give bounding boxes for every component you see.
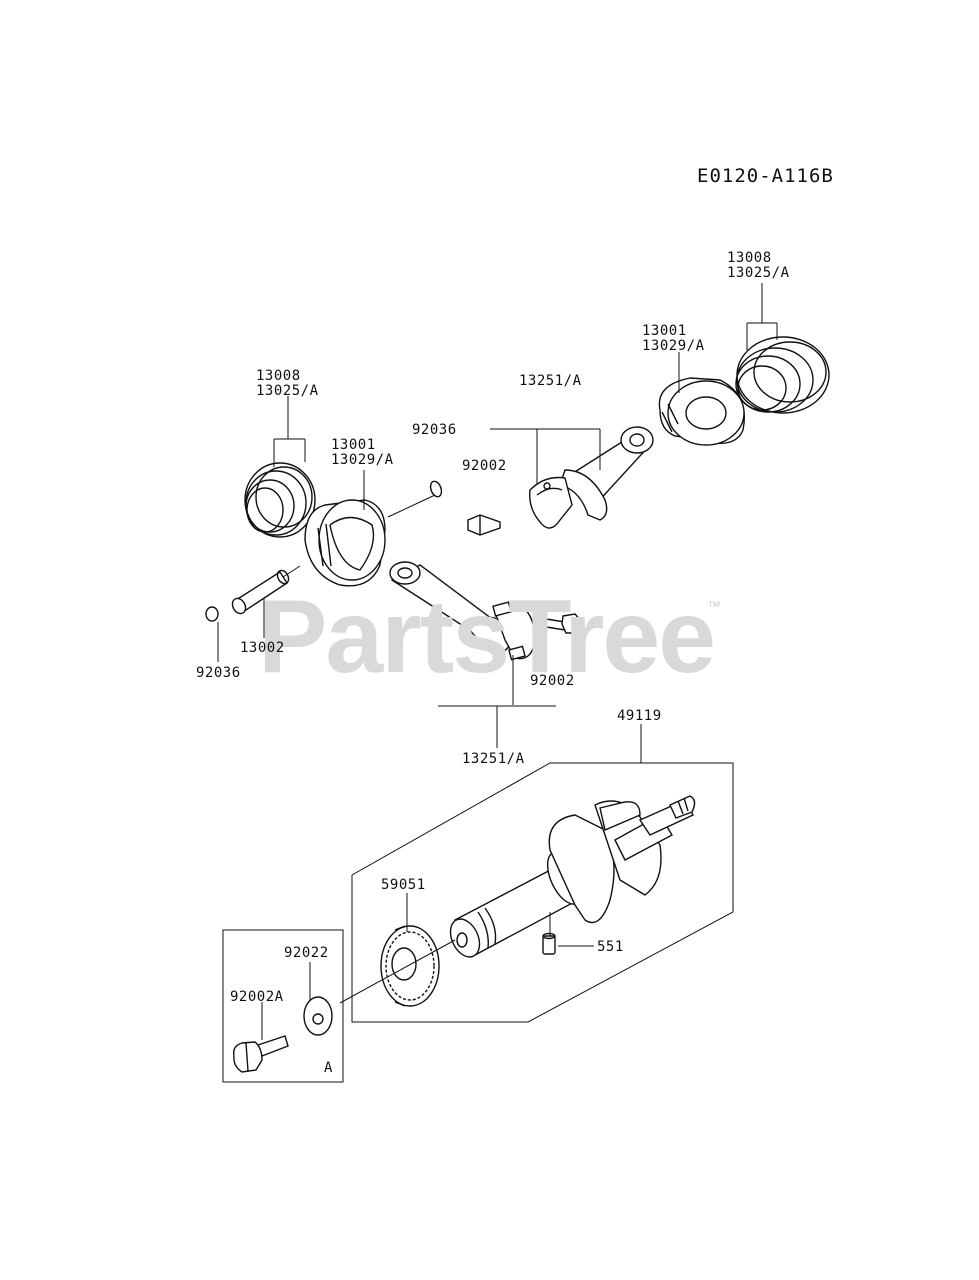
callout-key: 551 (597, 939, 624, 955)
callout-piston-left-1: 13001 (331, 437, 376, 453)
piston-rings-left (244, 462, 316, 538)
leader-conrod-top (490, 428, 601, 485)
callout-piston-right-2: 13029/A (642, 338, 705, 354)
callout-conrod-lower: 13251/A (462, 751, 525, 767)
crankshaft-boundary (351, 724, 734, 1023)
gear-washer (303, 996, 333, 1036)
gear-axis (339, 939, 456, 1004)
conrod-bolt-top (467, 514, 501, 536)
callout-crankshaft: 49119 (617, 708, 662, 724)
callout-rings-right-1: 13008 (727, 250, 772, 266)
piston-left (304, 499, 386, 587)
gear-bolt (232, 1035, 289, 1073)
piston-pin (231, 565, 301, 615)
callout-gear: 59051 (381, 877, 426, 893)
leader-conrod-lower (438, 705, 556, 748)
callout-washer: 92022 (284, 945, 329, 961)
detail-box-label: A (324, 1060, 333, 1076)
crank-gear (380, 925, 440, 1007)
callout-rings-left-1: 13008 (256, 368, 301, 384)
conrod-bolt-lower (539, 613, 583, 634)
callout-bolt-lower: 92002 (530, 673, 575, 689)
callout-rings-right-2: 13025/A (727, 265, 790, 281)
leader-key (549, 912, 594, 947)
leader-rings-right (746, 283, 778, 350)
callout-rings-left-2: 13025/A (256, 383, 319, 399)
watermark: PartsTree (258, 579, 716, 695)
diagram-code: E0120-A116B (697, 165, 834, 187)
detail-box-a (222, 929, 344, 1083)
circlip-top (429, 480, 443, 498)
connecting-rod-lower (389, 561, 536, 661)
callout-piston-right-1: 13001 (642, 323, 687, 339)
callout-gear-bolt: 92002A (230, 989, 284, 1005)
circlip-left (205, 606, 219, 622)
callout-conrod-top: 13251/A (519, 373, 582, 389)
callout-circlip-top: 92036 (412, 422, 457, 438)
crankshaft (449, 795, 696, 958)
trademark-symbol: ™ (707, 598, 721, 614)
callout-pin: 13002 (240, 640, 285, 656)
piston-rings-right (735, 336, 830, 414)
piston-right (658, 377, 745, 446)
connecting-rod-top (529, 426, 654, 529)
callout-circlip-left: 92036 (196, 665, 241, 681)
pin-axis (387, 494, 436, 518)
callout-bolt-top: 92002 (462, 458, 507, 474)
callout-piston-left-2: 13029/A (331, 452, 394, 468)
leader-rings-left (273, 396, 306, 467)
crank-key (542, 932, 556, 955)
